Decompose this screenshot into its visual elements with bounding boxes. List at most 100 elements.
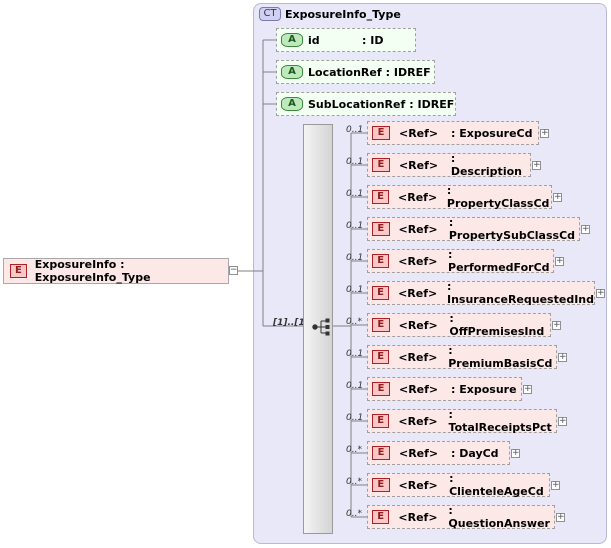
element-badge: E (372, 510, 390, 524)
element-ref[interactable]: E <Ref> : QuestionAnswer (367, 504, 555, 530)
attribute-badge: A (281, 65, 303, 79)
ref-label: <Ref> (398, 350, 438, 364)
occurrence-label: 0..1 (346, 157, 364, 167)
occurrence-label: 0..1 (346, 413, 364, 423)
element-ref[interactable]: E <Ref> : PropertyClassCd (367, 184, 552, 210)
element-ref[interactable]: E <Ref> : DayCd (367, 441, 510, 465)
element-ref[interactable]: E <Ref> : PremiumBasisCd (367, 344, 557, 370)
element-ref[interactable]: E <Ref> : InsuranceRequestedInd (367, 280, 595, 306)
element-name: : TotalReceiptsPct (448, 408, 552, 434)
sequence-cardinality: [1]..[1] (273, 318, 309, 328)
element-badge: E (372, 318, 390, 332)
element-badge: E (10, 264, 27, 278)
occurrence-label: 0..1 (346, 349, 364, 359)
element-badge: E (372, 158, 390, 172)
expand-icon[interactable]: + (596, 288, 605, 298)
element-ref[interactable]: E <Ref> : ClienteleAgeCd (367, 472, 550, 498)
occurrence-label: 0..1 (346, 285, 364, 295)
element-badge: E (372, 414, 390, 428)
occurrence-label: 0..* (346, 509, 362, 519)
element-ref[interactable]: E <Ref> : Exposure (367, 377, 522, 401)
root-element[interactable]: E ExposureInfo : ExposureInfo_Type (3, 258, 229, 284)
occurrence-label: 0..* (346, 317, 362, 327)
element-name: : Description (450, 152, 522, 178)
complex-type-title: ExposureInfo_Type (285, 7, 401, 21)
expand-icon[interactable]: + (523, 384, 532, 394)
element-ref[interactable]: E <Ref> : OffPremisesInd (367, 312, 551, 338)
element-name: : InsuranceRequestedInd (447, 280, 594, 306)
expand-icon[interactable]: + (558, 416, 567, 426)
expand-icon[interactable]: + (551, 480, 560, 490)
attribute-id[interactable]: A id : ID (276, 28, 416, 52)
complex-type-badge: CT (259, 7, 281, 21)
expand-icon[interactable]: + (540, 128, 549, 138)
occurrence-label: 0..1 (346, 253, 364, 263)
element-badge: E (372, 382, 390, 396)
ref-label: <Ref> (399, 446, 439, 460)
sequence-compositor[interactable] (303, 124, 333, 534)
element-name: : ExposureCd (451, 126, 533, 140)
ref-label: <Ref> (398, 318, 438, 332)
ref-label: <Ref> (398, 190, 438, 204)
attribute-badge: A (281, 33, 303, 47)
ref-label: <Ref> (398, 222, 438, 236)
expand-icon[interactable]: + (553, 192, 562, 202)
element-name: : ClienteleAgeCd (449, 472, 544, 498)
attribute-type: : IDREF (409, 97, 455, 111)
ref-label: <Ref> (398, 158, 439, 172)
expand-icon[interactable]: + (581, 224, 590, 234)
attribute-location-ref[interactable]: A LocationRef : IDREF (276, 60, 435, 84)
element-ref[interactable]: E <Ref> : PerformedForCd (367, 248, 554, 274)
element-ref[interactable]: E <Ref> : Description (367, 152, 531, 178)
element-name: : PremiumBasisCd (448, 344, 553, 370)
element-ref[interactable]: E <Ref> : PropertySubClassCd (367, 216, 580, 242)
expand-icon[interactable]: + (552, 320, 561, 330)
element-badge: E (372, 350, 390, 364)
ref-label: <Ref> (398, 414, 438, 428)
element-badge: E (372, 446, 390, 460)
ref-label: <Ref> (398, 286, 438, 300)
expand-icon[interactable]: + (532, 160, 541, 170)
ref-label: <Ref> (398, 510, 438, 524)
attribute-type: : ID (362, 33, 384, 47)
collapse-icon[interactable]: − (229, 265, 238, 275)
complex-type-header: CT ExposureInfo_Type (259, 6, 401, 22)
element-badge: E (372, 126, 390, 140)
ref-label: <Ref> (398, 478, 438, 492)
attribute-name: id (308, 33, 320, 47)
element-name: : DayCd (451, 446, 499, 460)
attribute-name: SubLocationRef (308, 97, 406, 111)
element-badge: E (372, 222, 390, 236)
expand-icon[interactable]: + (556, 512, 565, 522)
element-badge: E (372, 478, 390, 492)
element-name: : PerformedForCd (448, 248, 550, 274)
element-name: : QuestionAnswer (448, 504, 550, 530)
element-name: : OffPremisesInd (449, 312, 545, 338)
expand-icon[interactable]: + (555, 256, 564, 266)
attribute-badge: A (281, 97, 303, 111)
attribute-name: LocationRef (308, 65, 382, 79)
element-badge: E (372, 190, 390, 204)
sequence-icon (312, 318, 330, 336)
root-element-label: ExposureInfo : ExposureInfo_Type (34, 258, 151, 284)
element-name: : PropertySubClassCd (448, 216, 576, 242)
attribute-sublocation-ref[interactable]: A SubLocationRef : IDREF (276, 92, 456, 116)
occurrence-label: 0..1 (346, 381, 364, 391)
ref-label: <Ref> (399, 382, 439, 396)
ref-label: <Ref> (398, 254, 438, 268)
element-badge: E (372, 286, 390, 300)
ref-label: <Ref> (399, 126, 439, 140)
element-name: : Exposure (451, 382, 517, 396)
element-badge: E (372, 254, 390, 268)
element-ref[interactable]: E <Ref> : TotalReceiptsPct (367, 408, 557, 434)
occurrence-label: 0..1 (346, 189, 364, 199)
occurrence-label: 0..* (346, 477, 362, 487)
expand-icon[interactable]: + (511, 448, 520, 458)
occurrence-label: 0..1 (346, 125, 364, 135)
expand-icon[interactable]: + (558, 352, 567, 362)
element-name: : PropertyClassCd (446, 184, 550, 210)
occurrence-label: 0..1 (346, 221, 364, 231)
attribute-type: : IDREF (385, 65, 431, 79)
element-ref[interactable]: E <Ref> : ExposureCd (367, 121, 539, 145)
